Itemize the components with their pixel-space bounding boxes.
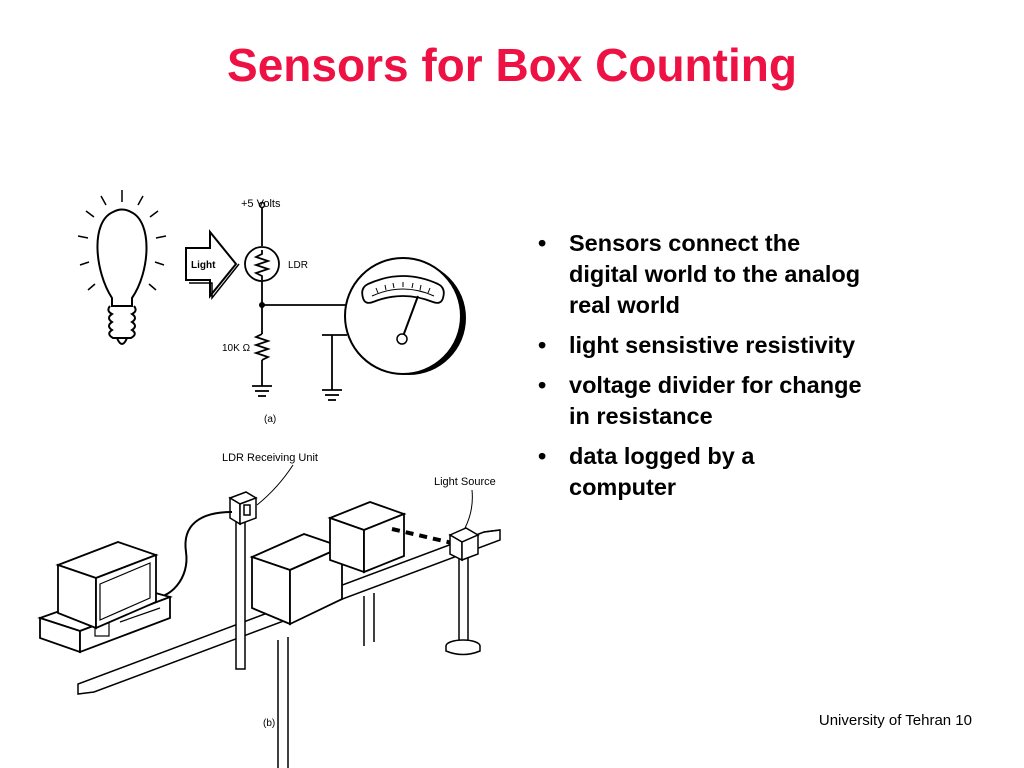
source-label: Light Source xyxy=(434,476,496,488)
light-label: Light xyxy=(191,260,216,271)
light-source xyxy=(445,527,481,656)
ldr-label: LDR xyxy=(288,260,308,271)
ldr-receiver xyxy=(228,491,258,670)
source-leader xyxy=(464,489,473,529)
slide-title: Sensors for Box Counting xyxy=(227,39,797,91)
resistor-label: 10K Ω xyxy=(222,343,251,354)
light-bulb-icon xyxy=(77,190,167,345)
slide-footer: University of Tehran 10 xyxy=(818,712,972,729)
arrow-icon xyxy=(185,229,240,301)
terminal-dot xyxy=(258,201,266,209)
bullet-item: Sensors connect the digital world to the… xyxy=(536,228,866,321)
junction-dot xyxy=(259,302,265,308)
box-near xyxy=(249,533,345,626)
caption-b: (b) xyxy=(263,718,275,729)
receiver-label: LDR Receiving Unit xyxy=(222,452,318,464)
receiver-leader xyxy=(256,464,294,506)
meter-icon xyxy=(344,257,466,375)
receiver-cable xyxy=(149,511,233,600)
computer-icon xyxy=(37,541,173,654)
circuit-diagram xyxy=(244,208,352,401)
bullet-list: Sensors connect the digital world to the… xyxy=(536,228,866,512)
bullet-item: light sensistive resistivity xyxy=(536,330,866,361)
light-beam xyxy=(391,527,453,545)
bullet-item: data logged by a computer xyxy=(536,441,866,503)
box-far xyxy=(327,501,407,574)
voltage-label: +5 Volts xyxy=(241,198,281,210)
caption-a: (a) xyxy=(264,414,276,425)
bullet-item: voltage divider for change in resistance xyxy=(536,370,866,432)
